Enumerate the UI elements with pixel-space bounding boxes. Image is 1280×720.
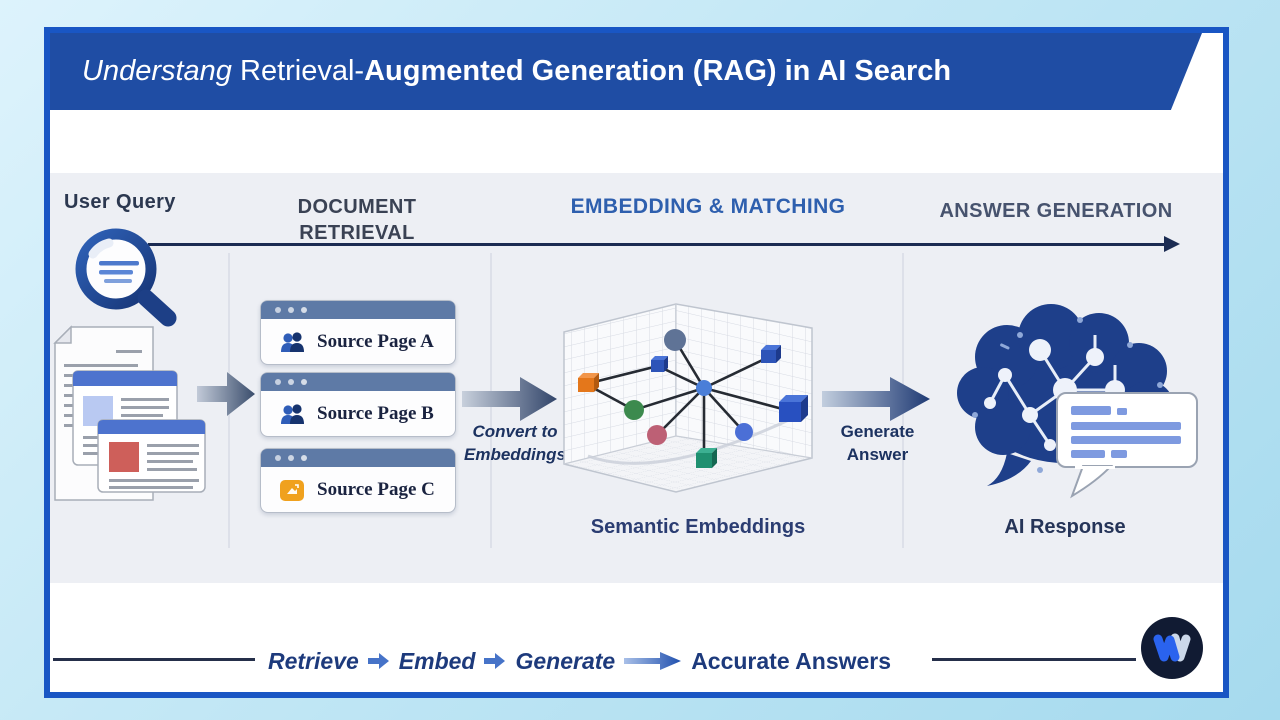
- source-page-label: Source Page A: [317, 331, 434, 352]
- embedding-3d-plot: [563, 303, 813, 493]
- generate-arrow-label: Generate Answer: [820, 420, 935, 466]
- title-bold-part: Augmented Generation (RAG) in AI Search: [364, 55, 952, 87]
- users-icon: [281, 332, 304, 352]
- source-page-card-a: Source Page A: [260, 300, 456, 365]
- convert-label-line1: Convert to: [472, 422, 558, 441]
- source-page-card-b: Source Page B: [260, 372, 456, 437]
- window-dot-icon: [301, 455, 307, 461]
- small-arrow-icon: [484, 653, 506, 669]
- users-icon: [281, 404, 304, 424]
- cube-blue-topright: [761, 345, 781, 363]
- footer-step-embed: Embed: [398, 647, 476, 674]
- source-page-label: Source Page C: [317, 479, 435, 500]
- footer-result: Accurate Answers: [691, 647, 892, 674]
- small-arrow-icon: [367, 653, 389, 669]
- stage-document-retrieval: DOCUMENT RETRIEVAL: [297, 196, 417, 244]
- cube-orange: [578, 373, 599, 392]
- floor-curve: [587, 416, 794, 465]
- footer-summary: Retrieve Embed Generate Accurate Answers: [268, 645, 891, 677]
- window-dot-icon: [288, 455, 294, 461]
- title-regular-part: Retrieval-: [231, 55, 365, 87]
- window-titlebar: [261, 373, 455, 391]
- window-dot-icon: [301, 379, 307, 385]
- source-page-label: Source Page B: [317, 403, 434, 424]
- webpage-thumbnail-red: [97, 419, 206, 493]
- flow-arrow-line: [148, 243, 1166, 246]
- retrieval-arrow-icon: [197, 372, 255, 416]
- cube-teal: [696, 448, 717, 468]
- search-icon: [75, 228, 177, 327]
- window-dot-icon: [288, 307, 294, 313]
- cube-blue-small: [651, 356, 668, 372]
- document-stack-icon: [53, 325, 206, 501]
- speech-bubble-icon: [1056, 392, 1198, 499]
- window-dot-icon: [301, 307, 307, 313]
- window-dot-icon: [275, 455, 281, 461]
- embedding-nodes: [578, 329, 808, 468]
- source-page-card-c: Source Page C: [260, 448, 456, 513]
- page-title: Understang Retrieval-Augmented Generatio…: [82, 33, 951, 110]
- window-titlebar: [261, 449, 455, 467]
- window-titlebar: [261, 301, 455, 319]
- header-banner: [50, 33, 1202, 110]
- convert-arrow-icon: [462, 377, 557, 421]
- title-italic-part: Understang: [82, 55, 232, 87]
- stage-user-query: User Query: [64, 191, 176, 213]
- generate-arrow-icon: [822, 377, 930, 421]
- embedding-caption: Semantic Embeddings: [590, 516, 806, 538]
- flow-arrowhead-icon: [1164, 236, 1180, 252]
- window-dot-icon: [275, 379, 281, 385]
- brand-logo-icon: [1141, 617, 1203, 679]
- footer-step-retrieve: Retrieve: [268, 647, 359, 674]
- ai-brain-icon: [957, 304, 1198, 499]
- generate-label-line2: Answer: [846, 445, 909, 464]
- footer-line-left: [53, 658, 255, 661]
- document-icon: [280, 480, 304, 501]
- long-arrow-icon: [624, 652, 682, 670]
- convert-arrow-label: Convert to Embeddings: [455, 420, 575, 466]
- stage-answer-generation: ANSWER GENERATION: [939, 200, 1173, 222]
- window-dot-icon: [275, 307, 281, 313]
- stage-embedding-matching: EMBEDDING & MATCHING: [570, 195, 846, 218]
- window-dot-icon: [288, 379, 294, 385]
- cube-blue-large: [779, 395, 808, 422]
- grid-walls: [563, 303, 813, 493]
- ai-response-caption: AI Response: [1004, 516, 1126, 538]
- generate-label-line1: Generate: [840, 422, 915, 441]
- convert-label-line2: Embeddings: [463, 445, 566, 464]
- footer-step-generate: Generate: [515, 647, 616, 674]
- footer-line-right: [932, 658, 1136, 661]
